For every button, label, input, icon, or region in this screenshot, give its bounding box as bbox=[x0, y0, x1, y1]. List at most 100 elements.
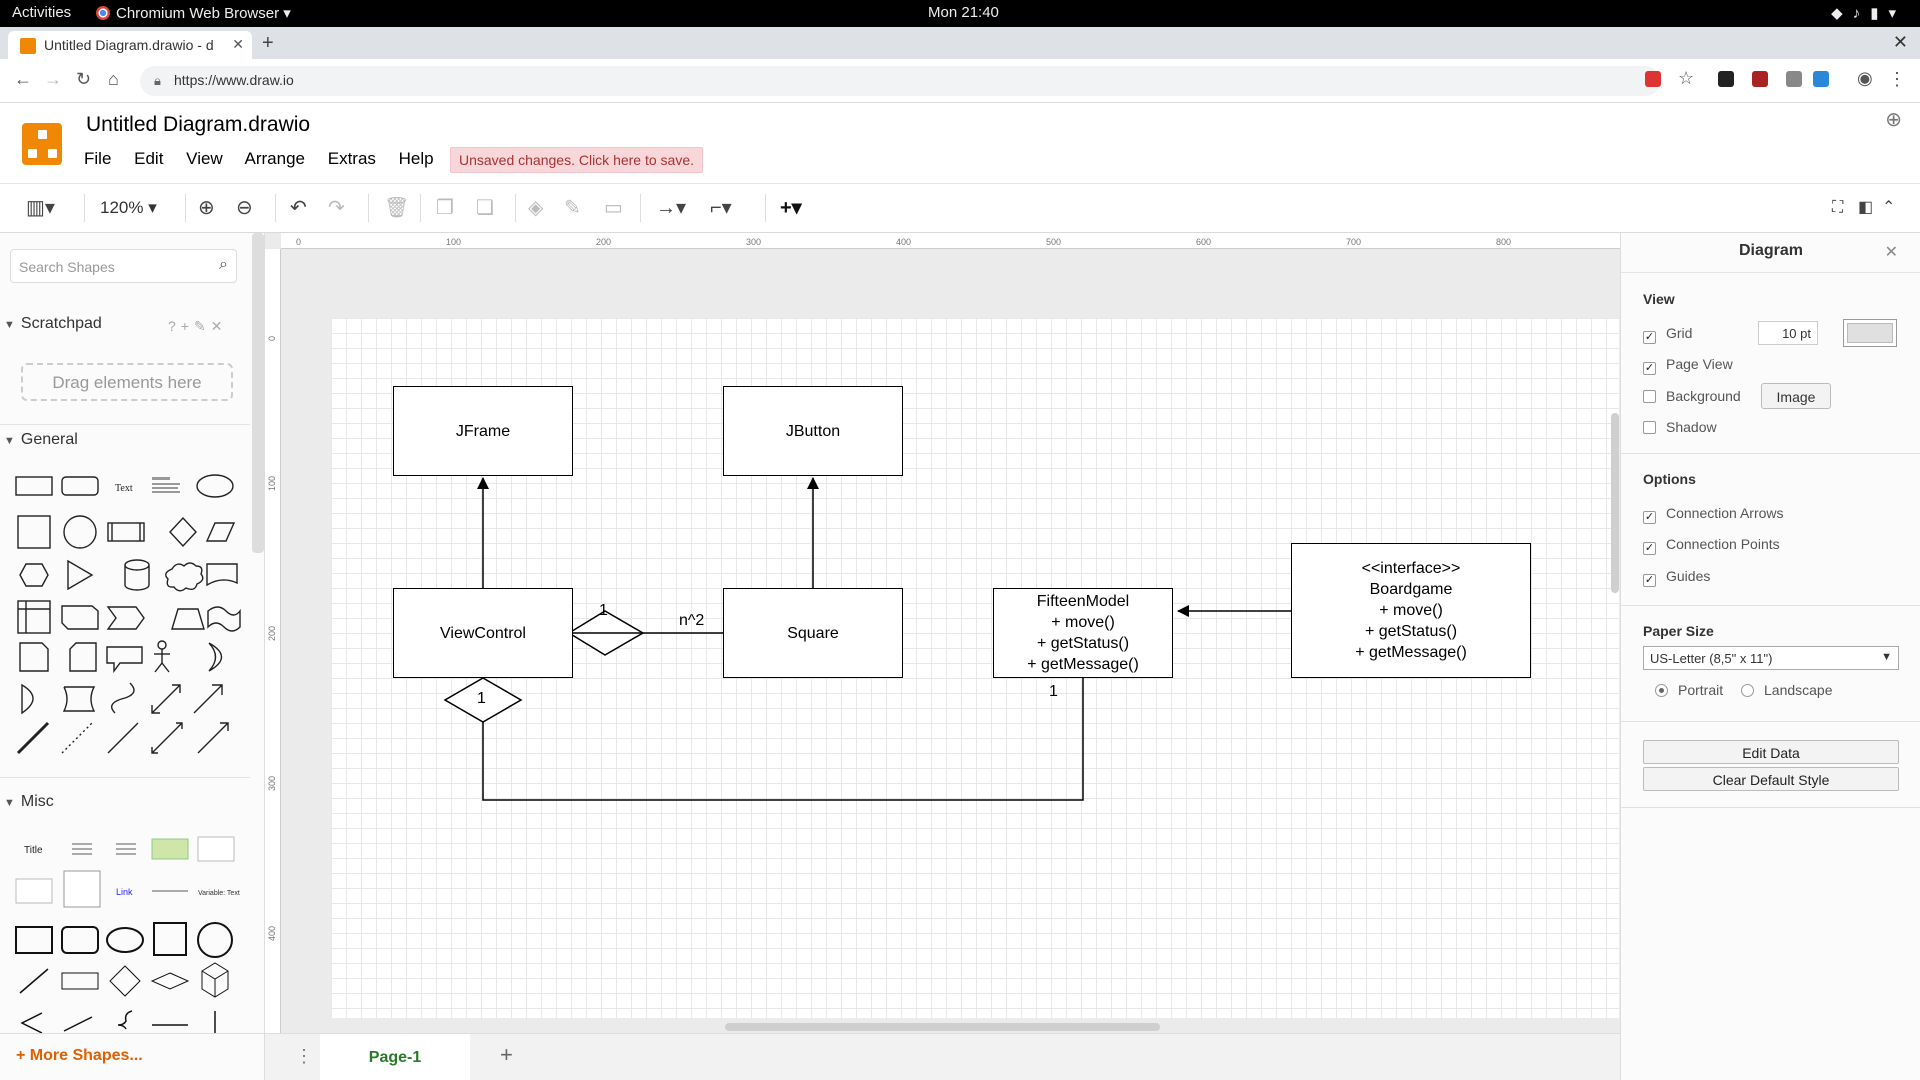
clock[interactable]: Mon 21:40 bbox=[928, 4, 999, 21]
pages-menu-icon[interactable]: ⋮ bbox=[295, 1046, 313, 1066]
waypoints-icon[interactable]: ⌐▾ bbox=[710, 197, 732, 219]
shadow-icon[interactable]: ▭ bbox=[604, 197, 623, 219]
background-checkbox[interactable]: Background bbox=[1643, 388, 1741, 404]
menu-edit[interactable]: Edit bbox=[134, 149, 164, 168]
zoom-out-icon[interactable]: ⊖ bbox=[236, 197, 253, 219]
page-view-checkbox[interactable]: ✓Page View bbox=[1643, 356, 1733, 375]
forward-icon[interactable]: → bbox=[44, 69, 62, 89]
misc-header[interactable]: ▼Misc bbox=[4, 793, 54, 811]
viewcontrol-class[interactable]: ViewControl bbox=[393, 588, 573, 678]
menu-help[interactable]: Help bbox=[398, 149, 434, 168]
guides-checkbox[interactable]: ✓Guides bbox=[1643, 568, 1710, 587]
jframe-class[interactable]: JFrame bbox=[393, 386, 573, 476]
extension-icon[interactable] bbox=[1813, 71, 1829, 87]
home-icon[interactable]: ⌂ bbox=[108, 69, 119, 89]
format-panel-toggle-icon[interactable]: ▥▾ bbox=[26, 197, 55, 219]
menu-file[interactable]: File bbox=[84, 149, 112, 168]
shadow-checkbox[interactable]: Shadow bbox=[1643, 419, 1717, 435]
general-shapes-palette[interactable]: Text bbox=[12, 473, 242, 763]
delete-icon[interactable]: 🗑︎ bbox=[384, 197, 410, 219]
connection-points-label: Connection Points bbox=[1666, 536, 1780, 552]
jbutton-class[interactable]: JButton bbox=[723, 386, 903, 476]
browser-menu-icon[interactable]: ⋮ bbox=[1888, 69, 1906, 89]
close-icon[interactable]: ✕ bbox=[210, 318, 228, 334]
search-shapes-input[interactable]: Search Shapes ⌕ bbox=[10, 249, 237, 283]
diamond-label-bottom[interactable]: 1 bbox=[477, 690, 486, 707]
portrait-radio[interactable]: Portrait bbox=[1655, 682, 1723, 698]
add-page-icon[interactable]: + bbox=[500, 1042, 513, 1067]
fill-color-icon[interactable]: ◈ bbox=[528, 197, 544, 219]
line-color-icon[interactable]: ✎ bbox=[564, 197, 581, 219]
multiplicity-1-label[interactable]: 1 bbox=[1049, 683, 1058, 700]
connection-style-icon[interactable]: →▾ bbox=[656, 197, 687, 219]
document-title[interactable]: Untitled Diagram.drawio bbox=[86, 113, 311, 136]
menu-extras[interactable]: Extras bbox=[327, 149, 376, 168]
paper-size-heading: Paper Size bbox=[1643, 623, 1714, 639]
viewcontrol-fifteenmodel-edge[interactable] bbox=[482, 678, 1084, 801]
language-globe-icon[interactable]: ⊕ bbox=[1885, 109, 1902, 131]
collapse-icon[interactable]: ⌃ bbox=[1882, 199, 1896, 216]
browser-tab[interactable]: Untitled Diagram.drawio - d ✕ bbox=[8, 31, 252, 59]
extension-icon[interactable] bbox=[1752, 71, 1768, 87]
grid-checkbox[interactable]: ✓Grid bbox=[1643, 325, 1692, 344]
close-tab-icon[interactable]: ✕ bbox=[232, 36, 244, 52]
bookmark-star-icon[interactable]: ☆ bbox=[1678, 68, 1695, 88]
address-bar[interactable]: 🔒︎ https://www.draw.io bbox=[140, 66, 1660, 96]
image-button[interactable]: Image bbox=[1761, 383, 1831, 409]
new-tab-button[interactable]: + bbox=[262, 32, 274, 54]
close-window-icon[interactable]: ✕ bbox=[1892, 32, 1908, 52]
general-header[interactable]: ▼General bbox=[4, 431, 78, 449]
vertical-scrollbar[interactable] bbox=[1611, 413, 1619, 593]
zoom-select[interactable]: 120% ▾ bbox=[100, 198, 157, 217]
to-back-icon[interactable]: ❏ bbox=[476, 197, 494, 219]
reload-icon[interactable]: ↻ bbox=[76, 69, 92, 89]
grid-color-button[interactable] bbox=[1843, 319, 1897, 347]
connection-arrows-checkbox[interactable]: ✓Connection Arrows bbox=[1643, 505, 1784, 524]
diamond-label-top[interactable]: 1 bbox=[599, 602, 608, 619]
scratchpad-drop-area[interactable]: Drag elements here bbox=[21, 363, 233, 401]
undo-icon[interactable]: ↶ bbox=[290, 197, 307, 219]
diagram-page[interactable]: JFrame JButton ViewControl Square Fiftee… bbox=[331, 318, 1619, 1018]
to-front-icon[interactable]: ❐ bbox=[436, 197, 454, 219]
horizontal-scrollbar[interactable] bbox=[725, 1023, 1160, 1031]
menu-view[interactable]: View bbox=[186, 149, 223, 168]
paper-size-select[interactable]: US-Letter (8,5" x 11")▼ bbox=[1643, 646, 1899, 670]
fifteenmodel-class[interactable]: FifteenModel + move() + getStatus() + ge… bbox=[993, 588, 1173, 678]
connection-points-checkbox[interactable]: ✓Connection Points bbox=[1643, 536, 1780, 555]
misc-label: Misc bbox=[20, 793, 54, 810]
zoom-in-icon[interactable]: ⊕ bbox=[198, 197, 215, 219]
clear-default-style-button[interactable]: Clear Default Style bbox=[1643, 767, 1899, 791]
activities-button[interactable]: Activities bbox=[12, 4, 72, 21]
boardgame-interface[interactable]: <<interface>> Boardgame + move() + getSt… bbox=[1291, 543, 1531, 678]
app-menu[interactable]: Chromium Web Browser ▾ bbox=[96, 4, 291, 22]
scratchpad-header[interactable]: ▼Scratchpad bbox=[4, 315, 102, 333]
search-icon[interactable]: ⌕ bbox=[219, 256, 228, 273]
system-tray[interactable]: ◆♪▮▾ bbox=[1831, 4, 1906, 22]
insert-icon[interactable]: +▾ bbox=[780, 197, 802, 219]
back-icon[interactable]: ← bbox=[14, 69, 32, 89]
fullscreen-icon[interactable]: ⛶ bbox=[1832, 199, 1844, 216]
close-icon[interactable]: ✕ bbox=[1884, 244, 1898, 261]
extension-icon[interactable] bbox=[1645, 71, 1661, 87]
landscape-radio[interactable]: Landscape bbox=[1741, 682, 1833, 698]
edit-data-button[interactable]: Edit Data bbox=[1643, 740, 1899, 764]
extension-icon[interactable] bbox=[1786, 71, 1802, 87]
unsaved-changes-notice[interactable]: Unsaved changes. Click here to save. bbox=[450, 147, 704, 173]
square-class[interactable]: Square bbox=[723, 588, 903, 678]
edit-icon[interactable]: ✎ bbox=[193, 318, 211, 334]
extension-icon[interactable] bbox=[1718, 71, 1734, 87]
multiplicity-n2-label[interactable]: n^2 bbox=[679, 612, 705, 629]
redo-icon[interactable]: ↷ bbox=[328, 197, 345, 219]
more-shapes-button[interactable]: + More Shapes... bbox=[16, 1047, 143, 1064]
scratchpad-actions[interactable]: ?+✎✕ bbox=[168, 318, 227, 335]
add-icon[interactable]: + bbox=[180, 318, 194, 334]
page-tab-1[interactable]: Page-1 bbox=[320, 1034, 470, 1080]
grid-size-input[interactable]: 10 pt bbox=[1758, 321, 1818, 345]
diagram-canvas[interactable]: 0 100 200 300 400 500 600 700 800 0 100 … bbox=[265, 233, 1620, 1033]
menu-arrange[interactable]: Arrange bbox=[244, 149, 305, 168]
misc-shapes-palette[interactable]: Title Link Variable: Text bbox=[12, 833, 242, 1033]
help-icon[interactable]: ? bbox=[168, 318, 181, 334]
profile-icon[interactable]: ◉ bbox=[1857, 68, 1873, 88]
sidebar-scrollbar[interactable] bbox=[252, 233, 264, 553]
format-panel-icon[interactable]: ◧ bbox=[1858, 199, 1874, 216]
